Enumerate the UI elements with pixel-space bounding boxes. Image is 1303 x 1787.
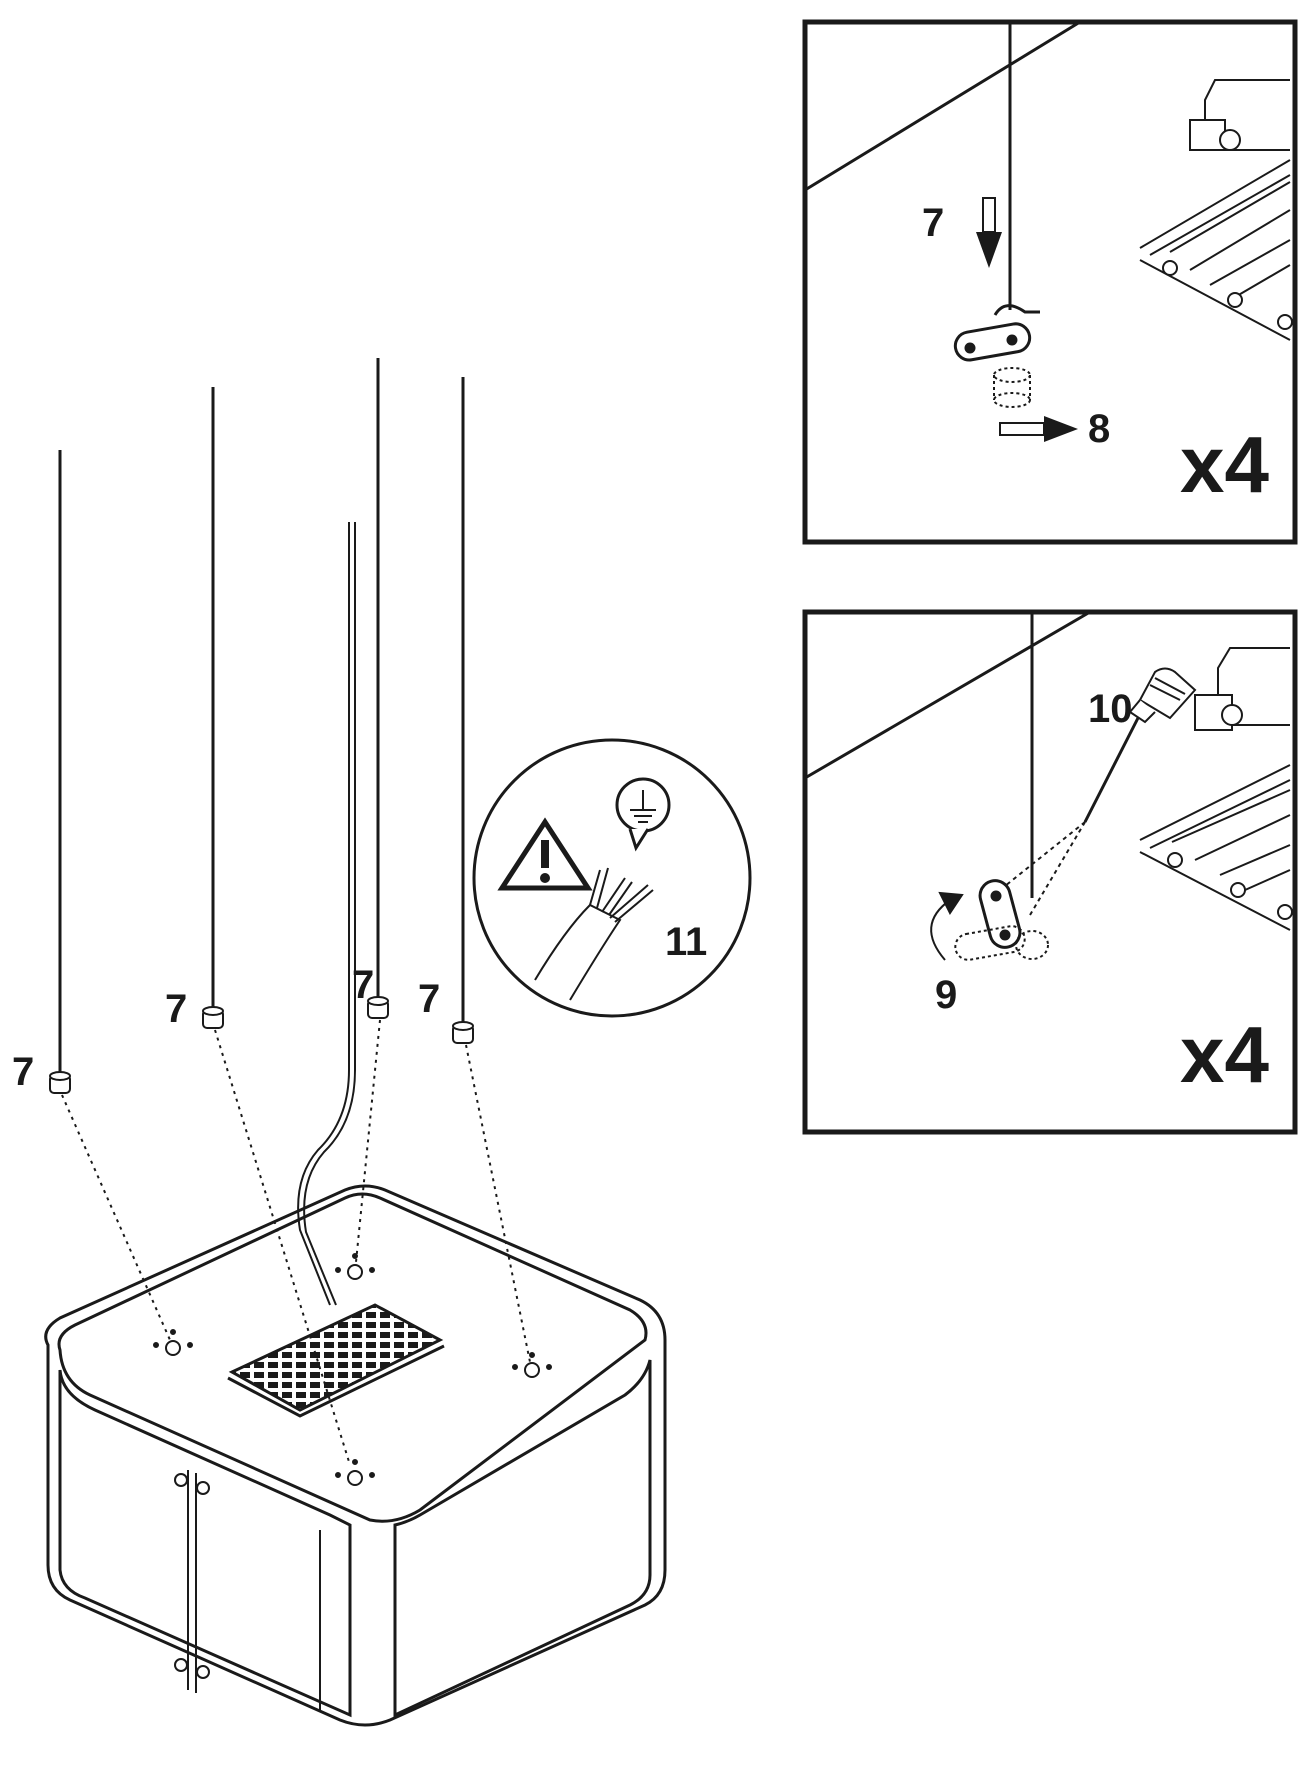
panel-screws — [174, 1473, 210, 1679]
power-cord — [297, 522, 356, 1306]
motor-grille — [227, 1303, 445, 1418]
inset-bottom: 9 10 x4 — [802, 609, 1298, 1135]
inset-bottom-guides — [999, 821, 1086, 916]
inset-bottom-bracket-ghost — [954, 925, 1049, 961]
fitting-4 — [452, 1021, 474, 1044]
inset-top-multiplier: x4 — [1180, 420, 1269, 509]
mount-hole-1 — [153, 1329, 193, 1356]
inset-bottom-multiplier: x4 — [1180, 1010, 1269, 1099]
hood-body — [44, 1184, 667, 1727]
fitting-1 — [49, 1071, 71, 1094]
inset-top-cable-label: 7 — [922, 201, 944, 245]
suspension-cables — [58, 358, 465, 1075]
mount-hole-4 — [335, 1459, 375, 1486]
inset-bottom-screwdriver-label: 10 — [1088, 687, 1133, 731]
label-cable-2: 7 — [165, 987, 187, 1031]
mount-hole-2 — [335, 1253, 375, 1280]
label-cable-1: 7 — [12, 1050, 34, 1094]
label-ground-warning: 11 — [665, 920, 707, 964]
mounting-holes — [153, 1253, 552, 1486]
label-cable-3: 7 — [352, 963, 374, 1007]
guide-lines — [61, 1019, 531, 1466]
arrow-down-icon — [976, 197, 1002, 268]
inset-top-nut-ghost — [993, 367, 1031, 408]
inset-bottom-motor — [1139, 647, 1293, 931]
cable-wires — [534, 867, 654, 1001]
warning-triangle-icon — [497, 817, 593, 891]
hood-panel-seams — [187, 1470, 321, 1710]
screwdriver-icon — [1083, 667, 1197, 823]
inset-bottom-bracket-label: 9 — [935, 973, 957, 1017]
inset-top-nut-label: 8 — [1088, 407, 1110, 451]
ground-symbol-icon — [615, 777, 671, 852]
fitting-2 — [202, 1006, 224, 1029]
cable-fittings — [49, 996, 474, 1094]
ground-warning-callout — [472, 738, 752, 1018]
arrow-right-icon — [999, 416, 1078, 442]
fitting-3 — [367, 996, 389, 1019]
mount-hole-3 — [512, 1352, 552, 1378]
label-cable-4: 7 — [418, 977, 440, 1021]
inset-top-motor — [1139, 79, 1293, 341]
inset-top-bracket — [953, 304, 1040, 362]
inset-top: 7 8 x4 — [802, 19, 1298, 545]
rotate-arrow-icon — [930, 891, 964, 961]
